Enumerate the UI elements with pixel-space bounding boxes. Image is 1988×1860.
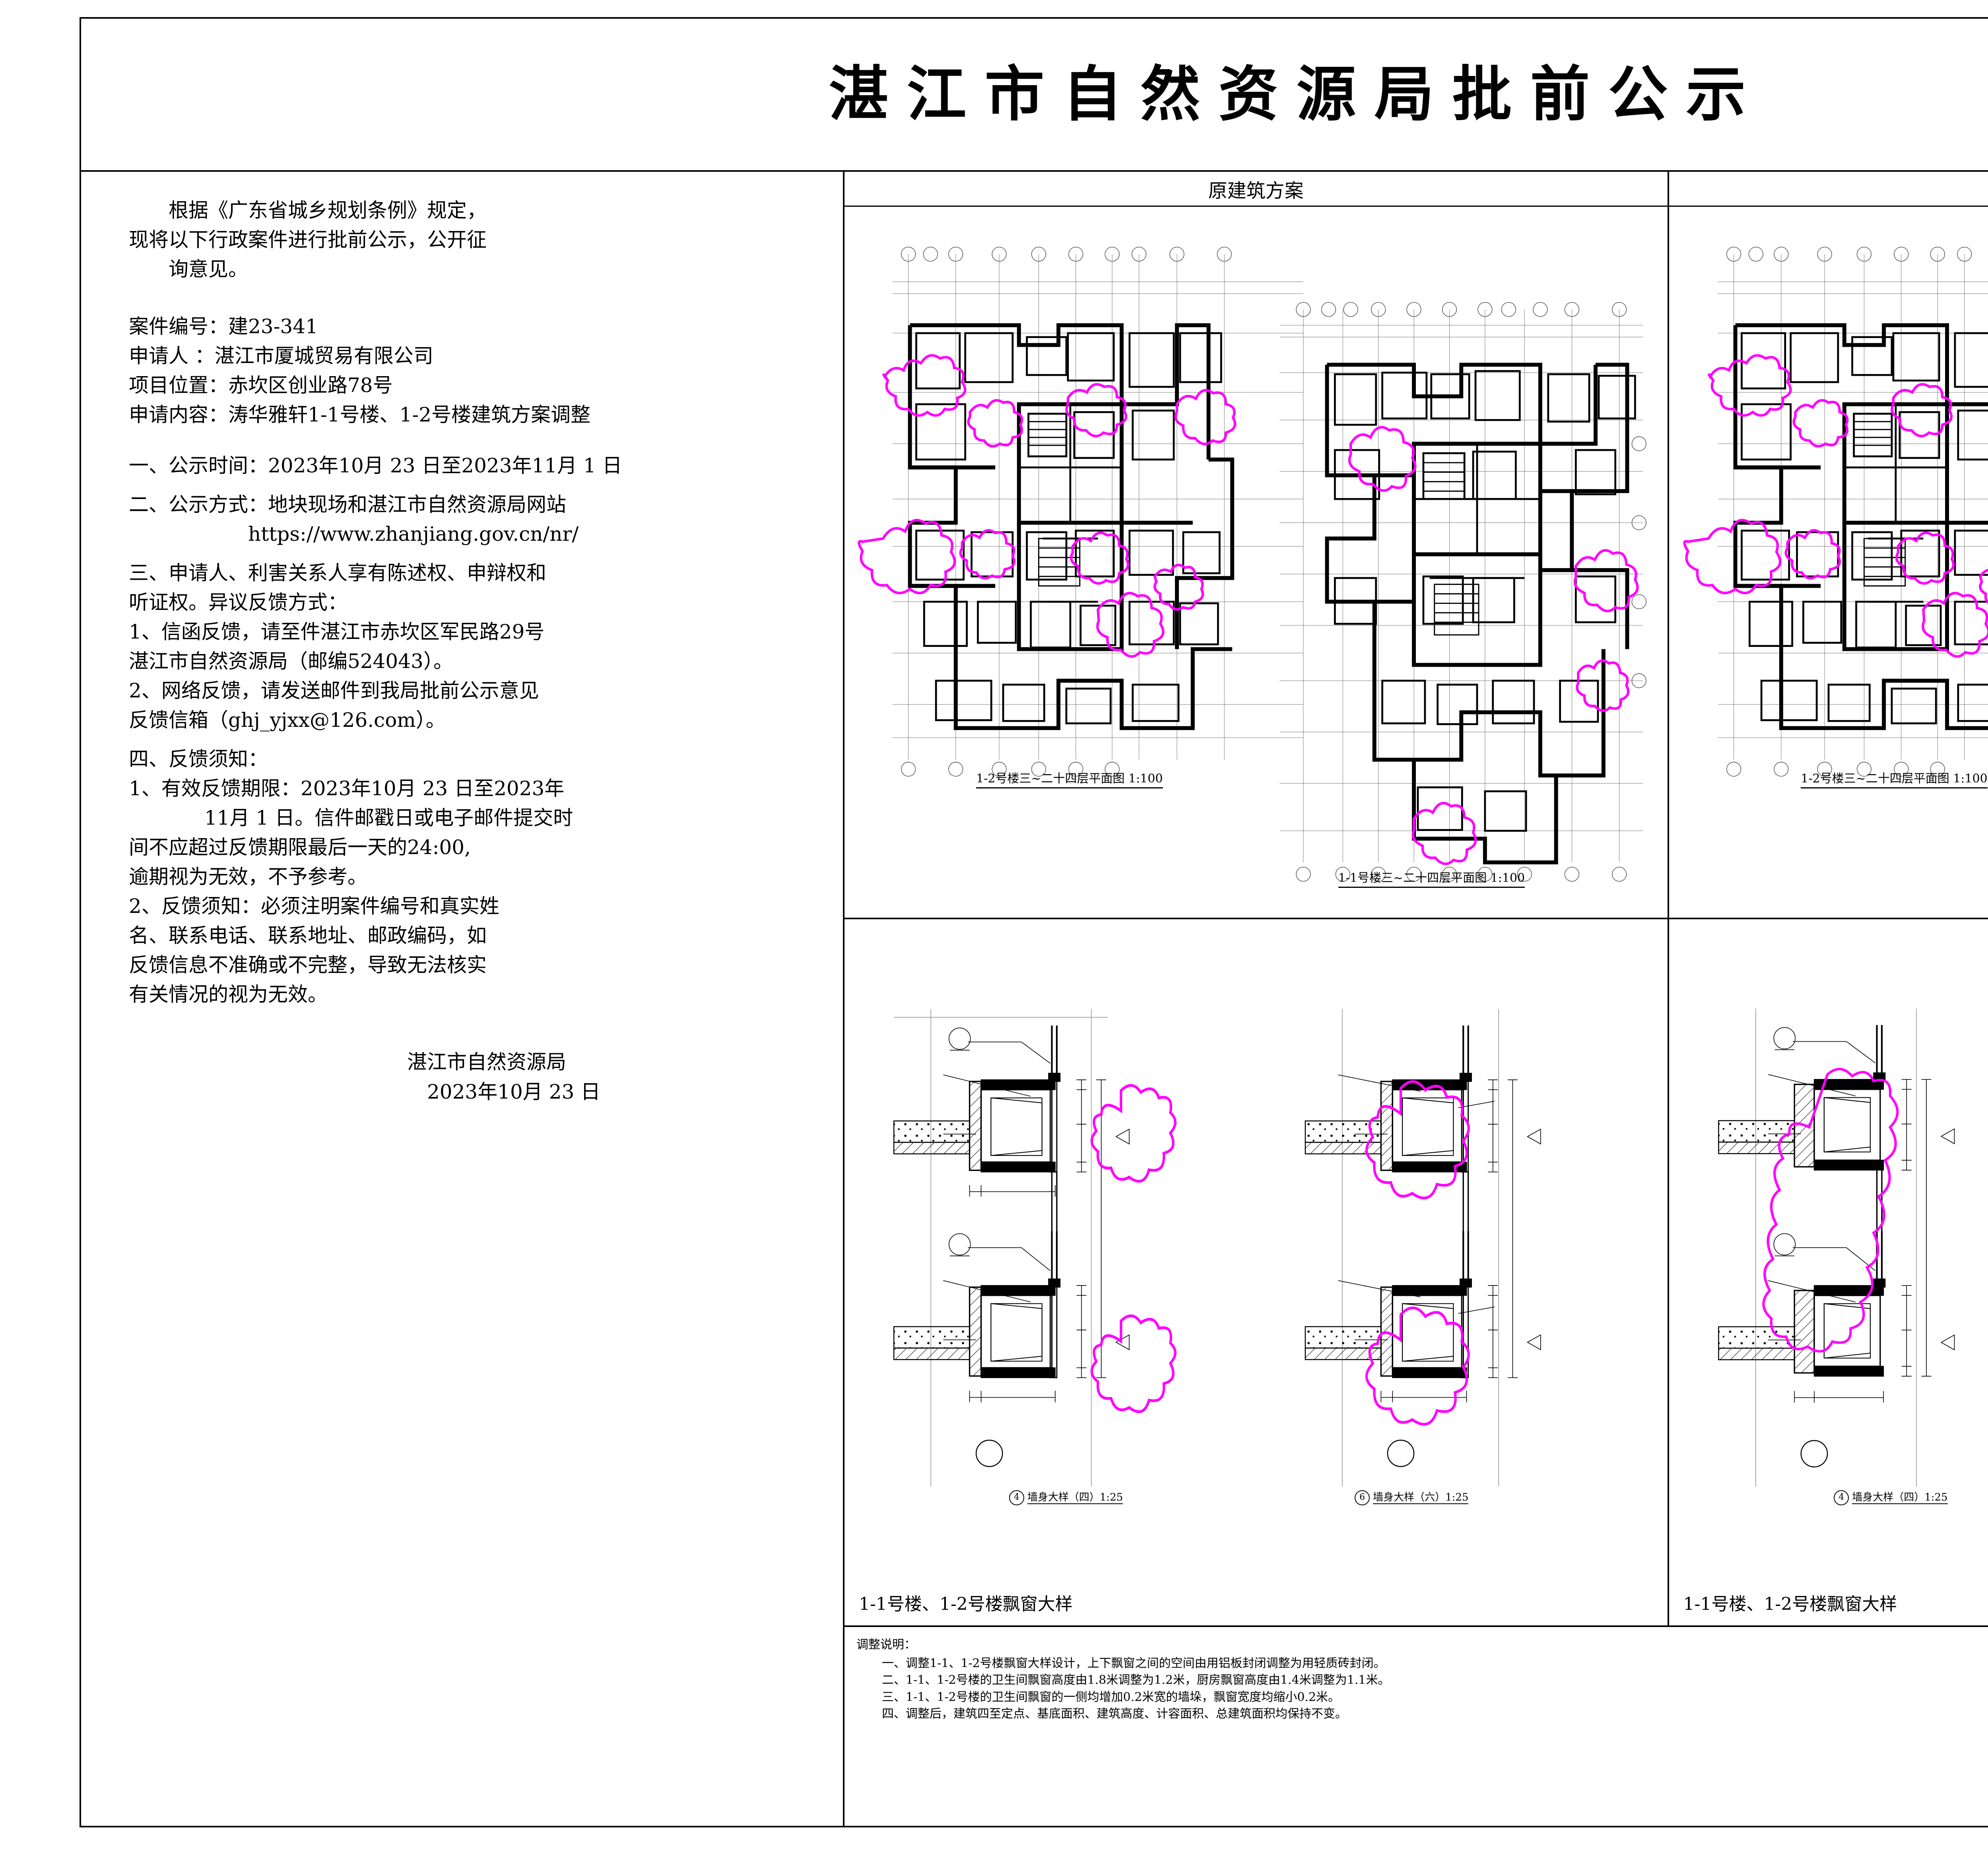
original-plan-svg bbox=[858, 247, 1646, 882]
notice-intro-line-2: 现将以下行政案件进行批前公示，公开征 bbox=[129, 228, 487, 251]
signature-date: 2023年10月 23 日 bbox=[427, 1080, 601, 1103]
drawing-sheet: 湛江市自然资源局批前公示 根据《广东省城乡规划条例》规定， 现将以下行政案件进行… bbox=[80, 17, 1988, 1827]
adjusted-plan-left-drawing-label: 1-2号楼三~二十四层平面图 1:100 bbox=[1801, 769, 1988, 788]
content-label: 申请内容： bbox=[129, 403, 228, 426]
case-number-row: 案件编号：建23-341 bbox=[129, 312, 819, 341]
content-value: 涛华雅轩1-1号楼、1-2号楼建筑方案调整 bbox=[228, 403, 591, 426]
adjusted-floor-plan-drawing bbox=[1669, 207, 1988, 918]
section-3-line-2: 听证权。异议反馈方式： bbox=[129, 591, 348, 614]
section-4-line-1: 1、有效反馈期限：2023年10月 23 日至2023年 bbox=[129, 777, 565, 800]
original-detail-svg bbox=[893, 1009, 1541, 1487]
original-detail-caption: 1-1号楼、1-2号楼飘窗大样 bbox=[859, 1594, 1073, 1614]
notice-intro-line-1: 根据《广东省城乡规划条例》规定， bbox=[169, 199, 487, 222]
section-3-line-1: 三、申请人、利害关系人享有陈述权、申辩权和 bbox=[129, 561, 546, 584]
detail-marker-circle-icon: 4 bbox=[1834, 1490, 1849, 1506]
adjusted-detail-caption: 1-1号楼、1-2号楼飘窗大样 bbox=[1683, 1594, 1897, 1614]
detail-marker-circle-icon: 6 bbox=[1355, 1490, 1370, 1506]
signature-organization: 湛江市自然资源局 bbox=[407, 1050, 566, 1074]
section-4-line-8: 有关情况的视为无效。 bbox=[129, 983, 328, 1006]
original-plan-left-drawing-label: 1-2号楼三~二十四层平面图 1:100 bbox=[976, 769, 1163, 788]
sheet-body: 根据《广东省城乡规划条例》规定， 现将以下行政案件进行批前公示，公开征 询意见。… bbox=[81, 172, 1988, 1826]
adjusted-plan-header: 调整后建筑方案 bbox=[1669, 172, 1988, 207]
original-plan-body: 1-2号楼三~二十四层平面图 1:100 1-1号楼三~二十四层平面图 1:10… bbox=[845, 207, 1668, 918]
case-number-label: 案件编号： bbox=[129, 315, 228, 338]
section-4-line-5: 2、反馈须知：必须注明案件编号和真实姓 bbox=[129, 895, 499, 918]
location-row: 项目位置：赤坎区创业路78号 bbox=[129, 371, 819, 400]
adjustment-note-item-4: 四、调整后，建筑四至定点、基底面积、建筑高度、计容面积、总建筑面积均保持不变。 bbox=[882, 1707, 1347, 1721]
notice-text-block: 根据《广东省城乡规划条例》规定， 现将以下行政案件进行批前公示，公开征 询意见。… bbox=[129, 196, 819, 1107]
applicant-label: 申请人 ： bbox=[129, 344, 215, 367]
section-4-line-2: 11月 1 日。信件邮戳日或电子邮件提交时 bbox=[204, 806, 573, 829]
feedback-method-email-line-2: 反馈信箱（ghj_yjxx@126.com）。 bbox=[129, 709, 446, 732]
feedback-method-mail-line-2: 湛江市自然资源局（邮编524043）。 bbox=[129, 650, 453, 673]
applicant-value: 湛江市厦城贸易有限公司 bbox=[214, 344, 433, 367]
original-bay-window-detail-drawing bbox=[845, 919, 1668, 1625]
adjustment-note-item-3: 三、1-1、1-2号楼的卫生间飘窗的一侧均增加0.2米宽的墙垛，飘窗宽度均缩小0… bbox=[882, 1690, 1340, 1704]
adjustment-notes-title: 调整说明： bbox=[856, 1638, 916, 1652]
section-4-line-4: 逾期视为无效，不予参考。 bbox=[129, 865, 367, 888]
applicant-row: 申请人 ：湛江市厦城贸易有限公司 bbox=[129, 341, 819, 371]
floor-plans-row: 原建筑方案 bbox=[845, 172, 1988, 919]
section-4-line-3: 间不应超过反馈期限最后一天的24:00, bbox=[129, 836, 471, 859]
feedback-method-mail-line-1: 1、信函反馈，请至件湛江市赤坎区军民路29号 bbox=[129, 620, 545, 643]
section-4-line-6: 名、联系电话、联系地址、邮政编码，如 bbox=[129, 924, 487, 947]
original-floor-plan-drawing bbox=[845, 207, 1668, 918]
location-label: 项目位置： bbox=[129, 374, 228, 397]
adjustment-note-item-1: 一、调整1-1、1-2号楼飘窗大样设计，上下飘窗之间的空间由用铝板封闭调整为用轻… bbox=[882, 1656, 1386, 1670]
adjusted-plan-svg bbox=[1683, 247, 1988, 777]
section-2-publicity-method: 二、公示方式：地块现场和湛江市自然资源局网站 bbox=[129, 493, 566, 516]
location-value: 赤坎区创业路78号 bbox=[228, 374, 393, 397]
notice-column: 根据《广东省城乡规划条例》规定， 现将以下行政案件进行批前公示，公开征 询意见。… bbox=[81, 172, 845, 1826]
page-title: 湛江市自然资源局批前公示 bbox=[829, 60, 1764, 129]
content-row: 申请内容：涛华雅轩1-1号楼、1-2号楼建筑方案调整 bbox=[129, 400, 819, 429]
adjustment-note-item-2: 二、1-1、1-2号楼的卫生间飘窗高度由1.8米调整为1.2米，厨房飘窗高度由1… bbox=[882, 1673, 1390, 1687]
detail-marker-circle-icon: 4 bbox=[1009, 1490, 1024, 1506]
case-number-value: 建23-341 bbox=[228, 315, 318, 338]
original-plan-header-label: 原建筑方案 bbox=[1208, 179, 1304, 202]
original-detail-b-text: 墙身大样（六）1:25 bbox=[1373, 1491, 1469, 1505]
publicity-website-url: https://www.zhanjiang.gov.cn/nr/ bbox=[248, 522, 579, 546]
adjustment-notes-block: 调整说明： 一、调整1-1、1-2号楼飘窗大样设计，上下飘窗之间的空间由用铝板封… bbox=[856, 1637, 1988, 1723]
section-4-line-7: 反馈信息不准确或不完整，导致无法核实 bbox=[129, 953, 487, 977]
section-4-title: 四、反馈须知： bbox=[129, 747, 268, 771]
notice-intro-line-3: 询意见。 bbox=[169, 258, 248, 281]
adjusted-detail-a-text: 墙身大样（四）1:25 bbox=[1852, 1491, 1948, 1505]
original-plan-right-drawing-label: 1-1号楼三~二十四层平面图 1:100 bbox=[1338, 868, 1525, 888]
adjusted-plan-pane: 调整后建筑方案 bbox=[1669, 172, 1988, 918]
section-1-publicity-period: 一、公示时间：2023年10月 23 日至2023年11月 1 日 bbox=[129, 454, 622, 477]
adjusted-plan-body: 1-2号楼三~二十四层平面图 1:100 1-1号楼三~二十四层平面图 1:10… bbox=[1669, 207, 1988, 918]
original-detail-a-text: 墙身大样（四）1:25 bbox=[1027, 1491, 1123, 1505]
drawings-column: 原建筑方案 bbox=[845, 172, 1988, 1826]
original-plan-header: 原建筑方案 bbox=[845, 172, 1668, 207]
feedback-method-email-line-1: 2、网络反馈，请发送邮件到我局批前公示意见 bbox=[129, 679, 539, 702]
signature-block: 湛江市自然资源局 2023年10月 23 日 bbox=[129, 1047, 819, 1107]
adjusted-detail-svg bbox=[1718, 1008, 1955, 1487]
adjustment-notes-row: 调整说明： 一、调整1-1、1-2号楼飘窗大样设计，上下飘窗之间的空间由用铝板封… bbox=[845, 1627, 1988, 1826]
sheet-title-bar: 湛江市自然资源局批前公示 bbox=[81, 19, 1988, 172]
adjusted-bay-window-detail-drawing bbox=[1669, 919, 1988, 1625]
original-plan-pane: 原建筑方案 bbox=[845, 172, 1669, 918]
